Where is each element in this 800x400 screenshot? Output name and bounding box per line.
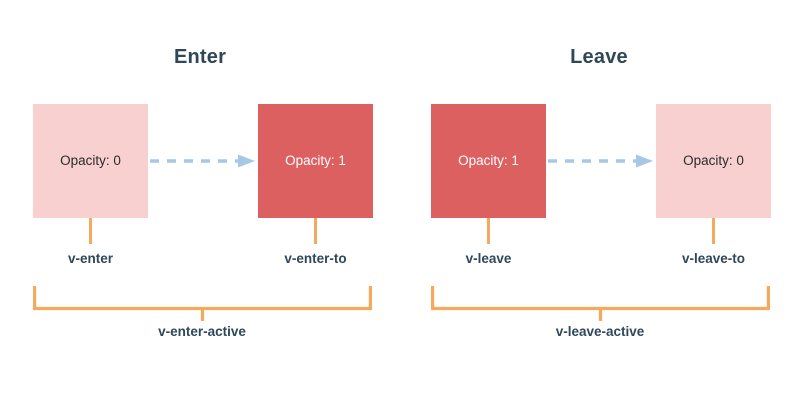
enter-to-box: Opacity: 1 <box>258 104 373 218</box>
enter-section-title: Enter <box>173 46 227 68</box>
leave-active-class-label: v-leave-active <box>555 324 645 339</box>
dashed-arrow-right-icon <box>150 154 255 168</box>
leave-from-box: Opacity: 1 <box>431 104 546 218</box>
dashed-arrow-right-icon <box>548 154 653 168</box>
leave-to-box: Opacity: 0 <box>656 104 771 218</box>
enter-active-class-label: v-enter-active <box>158 324 246 339</box>
enter-to-box-label: Opacity: 1 <box>285 153 346 168</box>
leave-to-class-label: v-leave-to <box>681 251 746 266</box>
enter-active-bracket <box>33 286 372 321</box>
enter-from-box-label: Opacity: 0 <box>60 153 121 168</box>
enter-section: Enter Opacity: 0 Opacity: 1 v-enter v-en… <box>33 46 373 339</box>
enter-to-stem <box>314 218 317 244</box>
enter-from-class-label: v-enter <box>67 251 114 266</box>
enter-to-class-label: v-enter-to <box>284 251 347 266</box>
leave-section-title: Leave <box>570 46 628 68</box>
leave-to-stem <box>712 218 715 244</box>
leave-from-class-label: v-leave <box>465 251 512 266</box>
enter-from-box: Opacity: 0 <box>33 104 148 218</box>
leave-section: Leave Opacity: 1 Opacity: 0 v-leave v-le… <box>398 0 800 400</box>
leave-from-stem <box>487 218 490 244</box>
enter-from-stem <box>89 218 92 244</box>
leave-from-box-label: Opacity: 1 <box>458 153 519 168</box>
leave-to-box-label: Opacity: 0 <box>683 153 744 168</box>
leave-active-bracket <box>431 286 770 321</box>
